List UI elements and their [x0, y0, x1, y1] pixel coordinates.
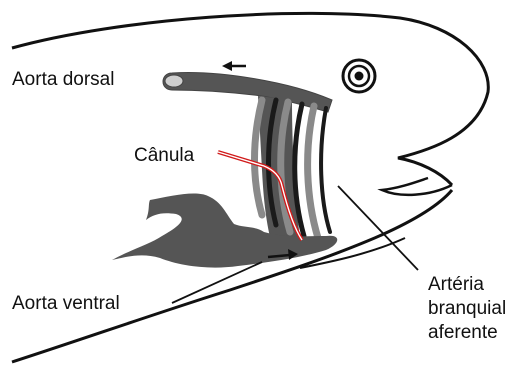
label-arteria-branquial-aferente: Artéria branquial aferente — [428, 273, 525, 345]
label-arteria-line2: branquial — [428, 297, 525, 321]
label-aorta-dorsal: Aorta dorsal — [12, 69, 114, 91]
eye-icon — [343, 60, 375, 92]
fish-body-outline — [12, 13, 488, 185]
dorsal-aorta-vessel — [163, 73, 332, 112]
label-arteria-line3: aferente — [428, 321, 525, 345]
label-canula: Cânula — [134, 145, 194, 167]
fish-mouth-lower — [382, 178, 452, 195]
arrow-left-icon — [222, 61, 246, 71]
label-aorta-ventral: Aorta ventral — [12, 293, 120, 315]
label-arteria-line1: Artéria — [428, 273, 525, 297]
